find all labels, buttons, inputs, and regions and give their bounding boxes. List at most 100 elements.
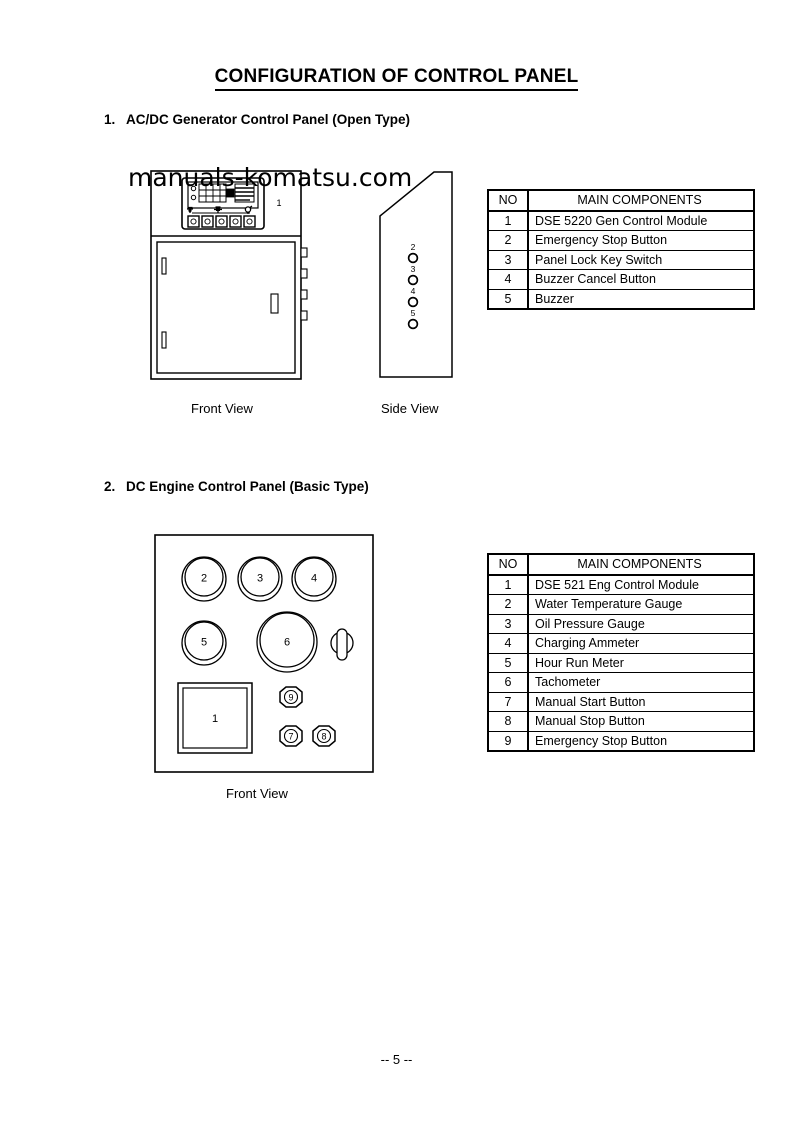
- callout-label-8: 8: [321, 732, 326, 742]
- side-view-label-1: Side View: [381, 401, 439, 416]
- row-no: 3: [487, 249, 529, 270]
- row-component-name: Oil Pressure Gauge: [527, 613, 755, 634]
- callout-marker-2: [407, 252, 419, 264]
- row-component-name: Water Temperature Gauge: [527, 594, 755, 615]
- callout-label-3: 3: [411, 264, 416, 274]
- page-title-text: CONFIGURATION OF CONTROL PANEL: [214, 66, 579, 91]
- module-connector-block: [225, 188, 235, 198]
- section-1-heading: 1.AC/DC Generator Control Panel (Open Ty…: [104, 112, 410, 127]
- callout-label-2: 2: [411, 242, 416, 252]
- row-no: 3: [487, 613, 529, 634]
- section-1-number: 1.: [104, 112, 116, 127]
- callout-label-4: 4: [411, 286, 416, 296]
- row-no: 4: [487, 269, 529, 290]
- table-row: 2 Water Temperature Gauge: [487, 594, 755, 615]
- row-component-name: Manual Start Button: [527, 691, 755, 712]
- table-row: 5 Buzzer: [487, 288, 755, 310]
- mounting-tab: [300, 268, 308, 279]
- section-1-components-table: NO MAIN COMPONENTS 1 DSE 5220 Gen Contro…: [487, 189, 755, 310]
- rotary-switch-icon[interactable]: [330, 628, 354, 661]
- row-no: 5: [487, 652, 529, 673]
- table-row: 1 DSE 521 Eng Control Module: [487, 574, 755, 595]
- table-row: 4 Charging Ammeter: [487, 633, 755, 654]
- door-handle-icon: [270, 293, 279, 314]
- gauge-2-water-temperature[interactable]: 2: [181, 556, 227, 602]
- row-no: 2: [487, 594, 529, 615]
- row-component-name: DSE 521 Eng Control Module: [527, 574, 755, 595]
- row-no: 2: [487, 230, 529, 251]
- lcd-display-icon: [198, 183, 227, 203]
- module-button-row[interactable]: [187, 215, 256, 228]
- section-2-heading: 2.DC Engine Control Panel (Basic Type): [104, 479, 369, 494]
- table-row: 9 Emergency Stop Button: [487, 730, 755, 752]
- row-no: 4: [487, 633, 529, 654]
- table-row: 3 Oil Pressure Gauge: [487, 613, 755, 634]
- front-view-label-1: Front View: [191, 401, 253, 416]
- callout-label-7: 7: [288, 732, 293, 742]
- gauge-5-hour-run-meter[interactable]: 5: [181, 620, 227, 666]
- row-no: 5: [487, 288, 529, 310]
- row-component-name: Manual Stop Button: [527, 711, 755, 732]
- callout-label-1: 1: [276, 198, 281, 208]
- row-component-name: Charging Ammeter: [527, 633, 755, 654]
- page-title: CONFIGURATION OF CONTROL PANEL: [0, 66, 793, 91]
- table-header-row: NO MAIN COMPONENTS: [487, 189, 755, 212]
- callout-label-5: 5: [201, 637, 207, 649]
- callout-label-5: 5: [411, 308, 416, 318]
- button-8-manual-stop[interactable]: 8: [312, 725, 336, 747]
- mounting-tab: [300, 289, 308, 300]
- table-row: 1 DSE 5220 Gen Control Module: [487, 210, 755, 231]
- button-9-emergency-stop[interactable]: 9: [279, 686, 303, 708]
- button-7-manual-start[interactable]: 7: [279, 725, 303, 747]
- callout-label-1: 1: [212, 713, 218, 725]
- door-hinge-icon: [161, 257, 167, 275]
- row-no: 7: [487, 691, 529, 712]
- gauge-6-tachometer[interactable]: 6: [256, 611, 318, 673]
- callout-label-4: 4: [311, 573, 317, 585]
- table-row: 6 Tachometer: [487, 672, 755, 693]
- column-header-components: MAIN COMPONENTS: [527, 553, 755, 576]
- table-row: 7 Manual Start Button: [487, 691, 755, 712]
- table-header-row: NO MAIN COMPONENTS: [487, 553, 755, 576]
- section-2-components-table: NO MAIN COMPONENTS 1 DSE 521 Eng Control…: [487, 553, 755, 752]
- row-component-name: Emergency Stop Button: [527, 730, 755, 752]
- page-number: -- 5 --: [380, 1052, 413, 1067]
- dse-521-module[interactable]: 1: [177, 682, 253, 754]
- front-view-drawing: 1: [150, 170, 308, 380]
- table-row: 3 Panel Lock Key Switch: [487, 249, 755, 270]
- side-view-drawing: 2 3 4 5: [379, 171, 453, 378]
- callout-label-9: 9: [288, 693, 293, 703]
- section-2-title: DC Engine Control Panel (Basic Type): [126, 479, 369, 494]
- row-no: 9: [487, 730, 529, 752]
- row-no: 8: [487, 711, 529, 732]
- table-row: 8 Manual Stop Button: [487, 711, 755, 732]
- engine-panel-front-view-diagram: 2 3 4 5 6: [150, 531, 380, 776]
- row-no: 1: [487, 210, 529, 231]
- callout-marker-3: [407, 274, 419, 286]
- led-indicator-icon: [190, 194, 197, 201]
- module-symbol-row: [187, 205, 253, 214]
- gauge-4-charging-ammeter[interactable]: 4: [291, 556, 337, 602]
- row-component-name: Panel Lock Key Switch: [527, 249, 755, 270]
- row-no: 6: [487, 672, 529, 693]
- table-row: 4 Buzzer Cancel Button: [487, 269, 755, 290]
- row-component-name: DSE 5220 Gen Control Module: [527, 210, 755, 231]
- side-profile-outline: [379, 171, 453, 378]
- column-header-no: NO: [487, 553, 529, 576]
- gauge-3-oil-pressure[interactable]: 3: [237, 556, 283, 602]
- mounting-tab: [300, 247, 308, 258]
- row-component-name: Tachometer: [527, 672, 755, 693]
- callout-label-6: 6: [284, 637, 290, 649]
- front-view-label-2: Front View: [226, 786, 288, 801]
- row-component-name: Buzzer: [527, 288, 755, 310]
- row-component-name: Hour Run Meter: [527, 652, 755, 673]
- mounting-tab: [300, 310, 308, 321]
- callout-marker-5: [407, 318, 419, 330]
- callout-label-3: 3: [257, 573, 263, 585]
- column-header-no: NO: [487, 189, 529, 212]
- generator-panel-side-view-diagram: 2 3 4 5: [372, 168, 467, 383]
- row-no: 1: [487, 574, 529, 595]
- engine-panel-drawing: 2 3 4 5 6: [154, 534, 374, 773]
- generator-panel-front-view-diagram: 1: [140, 168, 315, 383]
